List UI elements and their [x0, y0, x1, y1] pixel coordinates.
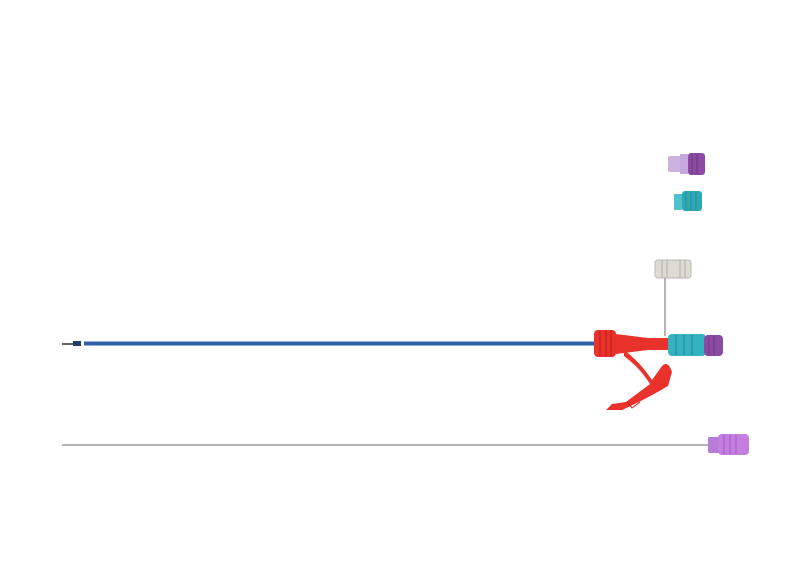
handle-front-ring	[594, 330, 616, 357]
handle-trigger	[606, 350, 672, 410]
gray-valve-connector	[654, 259, 692, 336]
small-purple-connector	[668, 153, 705, 175]
guidewire-with-purple-hub	[62, 434, 749, 455]
catheter-with-handle	[62, 330, 723, 410]
small-teal-connector	[674, 191, 702, 211]
lavender-hub	[718, 434, 749, 455]
catheter-shaft	[84, 341, 598, 346]
teal-hub	[668, 334, 706, 356]
